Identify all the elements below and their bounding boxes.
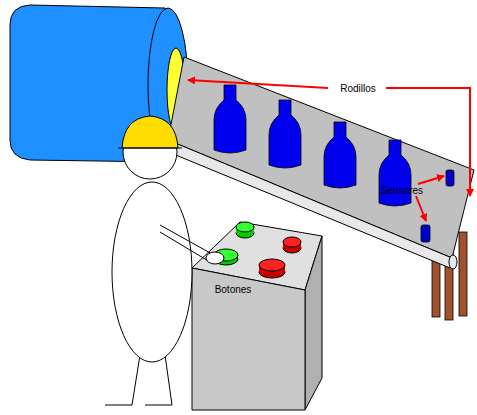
sensor-label: Sensores [381,185,423,196]
button-label: Botones [215,284,252,295]
leader-arrows [188,80,470,221]
control-box [192,222,322,410]
operator [105,116,224,405]
roller-label: Rodillos [339,83,377,94]
drum [10,5,188,162]
